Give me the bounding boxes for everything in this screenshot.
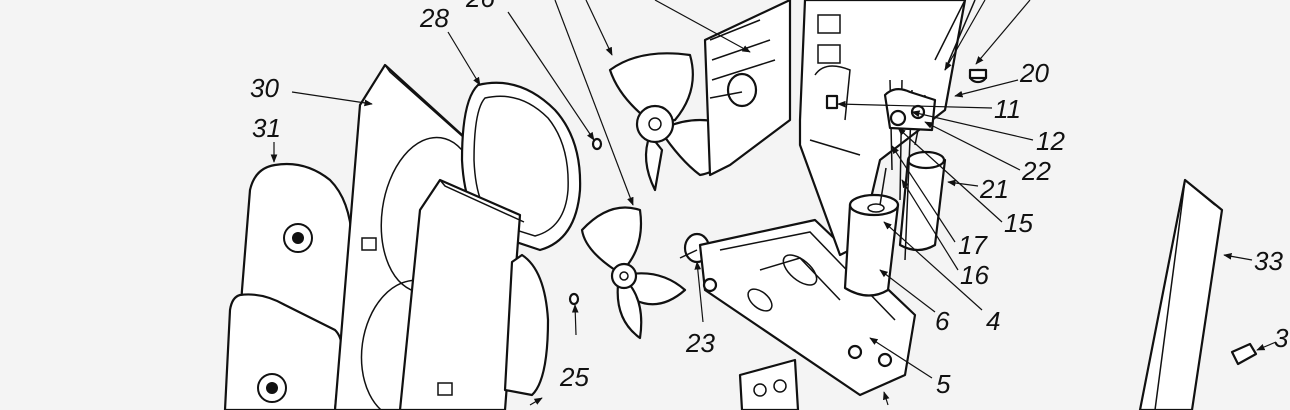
label-31: 31 [252,113,281,143]
label-21: 21 [979,174,1009,204]
label-3: 3 [1274,323,1289,353]
label-20: 20 [1019,58,1049,88]
corner-post [1138,178,1224,410]
refrigerant-piping [883,0,976,261]
leader-lines [270,0,1277,406]
label-16: 16 [960,260,989,290]
accumulator [898,150,947,252]
label-12: 12 [1036,126,1065,156]
side-panel [398,178,525,410]
screw-25 [568,292,580,306]
valve-cap [968,68,988,84]
front-grille-lower [223,293,343,410]
screw-26 [591,137,603,151]
upper-fan-motor [703,0,792,177]
label-17: 17 [958,230,988,260]
mounting-bracket [738,358,800,410]
fan-guard-ring-lower [503,253,550,397]
lower-propeller-fan [580,206,687,340]
label-15: 15 [1004,208,1033,238]
small-clip [1230,342,1258,366]
label-25: 25 [559,362,589,392]
label-11: 11 [994,94,1021,124]
label-23: 23 [685,328,715,358]
label-22: 22 [1021,156,1051,186]
label-6: 6 [935,306,950,336]
label-26: 26 [465,0,495,13]
label-33: 33 [1254,246,1283,276]
label-30: 30 [250,73,279,103]
label-28: 28 [419,3,449,33]
label-5: 5 [936,369,951,399]
label-4: 4 [986,306,1000,336]
